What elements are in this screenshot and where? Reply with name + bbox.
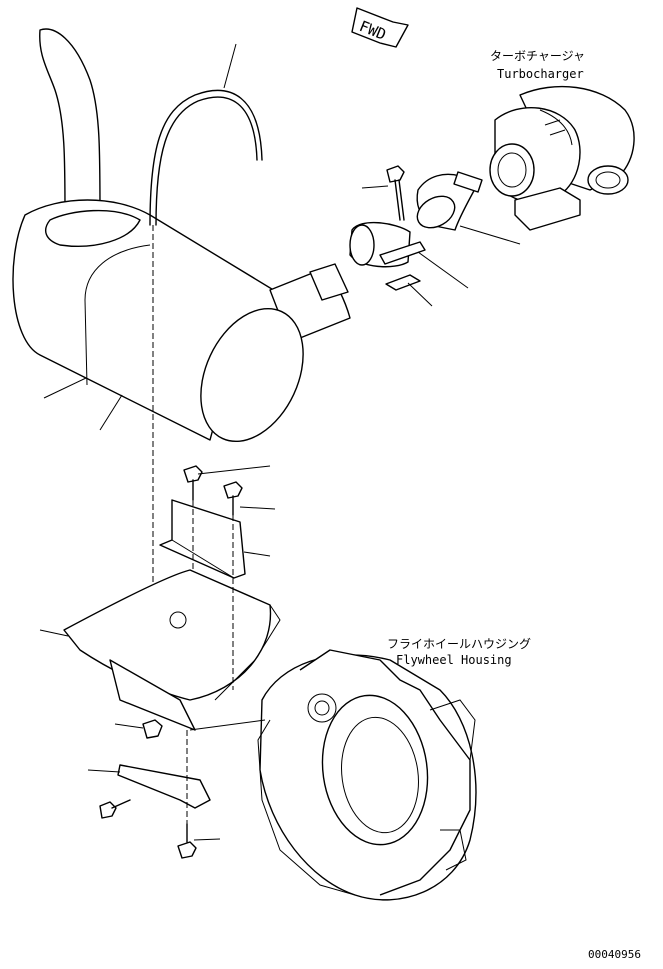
bolt-c — [99, 799, 131, 819]
flywheel-label-jp: フライホイールハウジング — [387, 637, 531, 651]
bolt-d — [177, 823, 197, 859]
clamp-plate — [385, 274, 421, 291]
bolt-a — [183, 465, 203, 501]
bolt-b — [223, 481, 243, 516]
lower-bracket — [117, 764, 211, 809]
turbocharger-label-en: Turbocharger — [497, 67, 584, 81]
flywheel-label-en: Flywheel Housing — [396, 653, 512, 667]
clamp — [349, 221, 426, 268]
nut — [142, 719, 163, 739]
muffler — [12, 28, 351, 443]
support-bracket — [63, 569, 281, 731]
clamp-bolt — [386, 165, 405, 221]
plate-bracket — [159, 499, 246, 579]
drawing-number: 00040956 — [588, 948, 641, 961]
fwd-arrow-icon: FWD — [351, 7, 409, 48]
flywheel-housing — [257, 649, 477, 901]
exhaust-pipe — [416, 171, 483, 231]
u-bolt — [149, 89, 263, 226]
turbocharger — [489, 85, 635, 231]
turbocharger-label-jp: ターボチャージャ — [490, 49, 585, 63]
